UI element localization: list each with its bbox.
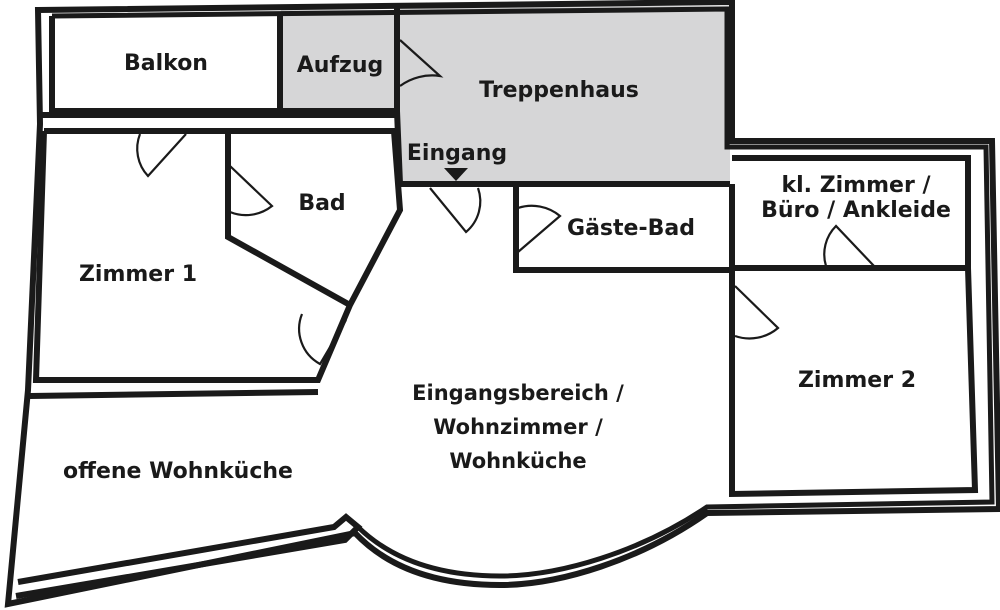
label-aufzug: Aufzug	[297, 53, 383, 78]
label-gaeste-bad: Gäste-Bad	[567, 216, 695, 241]
door-eingang	[429, 187, 482, 234]
label-zimmer2: Zimmer 2	[798, 368, 916, 393]
door-aufzug	[399, 39, 444, 87]
inner-wall	[51, 6, 995, 579]
treppenhaus-shaded-area	[400, 6, 730, 184]
zimmer2-wall	[729, 184, 979, 498]
label-kl-zimmer-line2: Büro / Ankleide	[761, 198, 951, 223]
label-bad: Bad	[298, 191, 345, 216]
door-zimmer2	[734, 285, 780, 340]
label-wohn-line1: Eingangsbereich /	[412, 381, 624, 405]
balkon-wall	[49, 12, 283, 114]
label-kl-zimmer-line1: kl. Zimmer /	[782, 173, 932, 198]
label-wohn-line2: Wohnzimmer /	[433, 415, 603, 439]
door-zimmer1	[136, 133, 187, 178]
label-offene-wohnkueche: offene Wohnküche	[63, 459, 293, 484]
wohnkueche-wall	[29, 389, 319, 399]
kl-zimmer-wall	[732, 155, 971, 271]
entrance-arrow-icon	[444, 168, 468, 181]
label-treppenhaus: Treppenhaus	[479, 78, 639, 103]
aufzug-shaded-area	[281, 10, 397, 111]
door-zimmer1-lower	[298, 313, 347, 366]
zimmer1-wall	[32, 128, 404, 383]
label-balkon: Balkon	[124, 51, 208, 76]
label-zimmer1: Zimmer 1	[79, 262, 197, 287]
gaeste-bad-wall	[513, 186, 730, 273]
door-gaeste-bad	[517, 204, 562, 253]
outer-wall	[4, 0, 1000, 608]
door-kl-zimmer	[823, 224, 875, 267]
door-bad	[229, 165, 274, 217]
label-eingang: Eingang	[407, 141, 507, 166]
bad-wall	[225, 131, 352, 308]
label-wohn-line3: Wohnküche	[449, 449, 586, 473]
kitchen-counter-wall	[15, 513, 363, 599]
